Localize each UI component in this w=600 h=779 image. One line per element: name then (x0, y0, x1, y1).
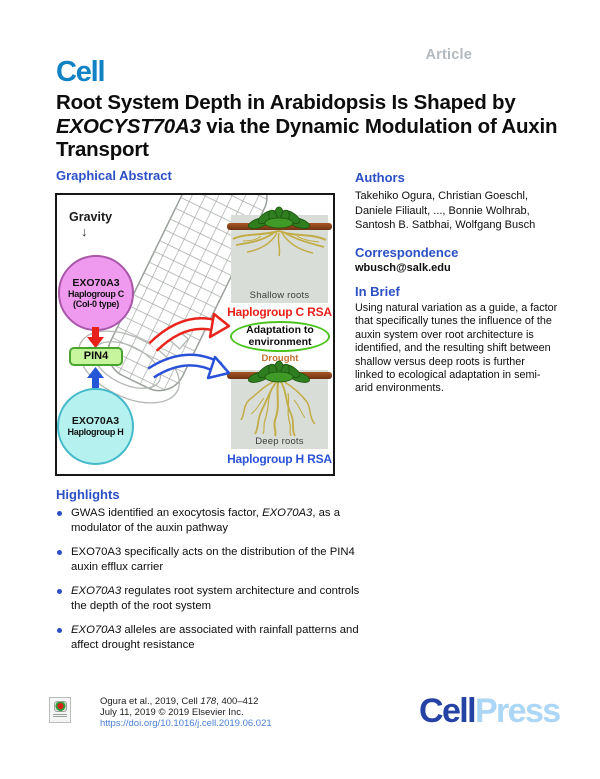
graphical-abstract-figure: Gravity ↓ EXO70A3 Haplogroup C (Col-0 ty… (55, 193, 335, 476)
gravity-label: Gravity (69, 210, 113, 224)
exo-c-gene: EXO70A3 (72, 276, 120, 289)
bullet-dot-icon (57, 589, 62, 594)
pin4-box: PIN4 (69, 347, 123, 366)
cell-journal-logo: Cell (56, 56, 106, 88)
haplogroup-c-rsa-label: Haplogroup C RSA (227, 305, 332, 319)
gravity-down-arrow-icon: ↓ (81, 224, 88, 239)
exo-h-gene: EXO70A3 (71, 415, 120, 428)
blue-block-arrow-icon (87, 367, 104, 388)
highlights-list: GWAS identified an exocytosis factor, EX… (56, 506, 368, 662)
shallow-roots-drawing (232, 230, 327, 257)
cellpress-logo-cell: Cell (419, 692, 477, 730)
bullet-dot-icon (57, 511, 62, 516)
exo70a3-haplogroup-c-bubble: EXO70A3 Haplogroup C (Col-0 type) (58, 255, 134, 331)
gene-italic: EXO70A3 (71, 585, 122, 597)
gene-italic: EXO70A3 (262, 507, 313, 519)
highlights-heading: Highlights (56, 487, 120, 502)
graphical-abstract-heading: Graphical Abstract (56, 168, 172, 183)
author-names: Takehiko Ogura, Christian Goeschl, Danie… (355, 190, 536, 231)
exo-h-haplogroup: Haplogroup H (67, 427, 124, 438)
copyright-line: July 11, 2019 © 2019 Elsevier Inc. (100, 707, 244, 718)
plant-rosette (248, 206, 310, 229)
deep-roots-drawing (240, 378, 316, 437)
citation-block: Ogura et al., 2019, Cell 178, 400–412 Ju… (100, 696, 272, 729)
title-gene-italic: EXOCYST70A3 (56, 114, 201, 138)
in-brief-text: Using natural variation as a guide, a fa… (355, 302, 558, 395)
in-brief-heading: In Brief (355, 284, 400, 299)
exo-c-type: (Col-0 type) (73, 299, 119, 310)
update-check-badge-icon[interactable] (49, 697, 71, 723)
deep-roots-caption: Deep roots (255, 436, 304, 447)
deep-roots-panel: Deep roots (227, 360, 332, 449)
volume-italic: 178 (200, 696, 217, 707)
shallow-roots-panel: Shallow roots (227, 206, 332, 303)
haplogroup-h-rsa-label: Haplogroup H RSA (227, 452, 332, 466)
bullet-dot-icon (57, 628, 62, 633)
drought-label: Drought (261, 353, 299, 364)
gene-italic: EXO70A3 (71, 624, 122, 636)
badge-emblem (53, 701, 67, 712)
red-block-arrow-icon (87, 327, 104, 348)
correspondence-heading: Correspondence (355, 245, 459, 260)
adaptation-environment-oval: Adaptation to environment (230, 321, 330, 352)
adaptation-line1: Adaptation to (246, 323, 314, 336)
exo-c-haplogroup: Haplogroup C (68, 288, 124, 299)
adaptation-line2: environment (248, 335, 312, 348)
bullet-dot-icon (57, 550, 62, 555)
shallow-roots-caption: Shallow roots (249, 290, 310, 301)
article-type-label: Article (425, 47, 472, 63)
highlight-item: GWAS identified an exocytosis factor, EX… (56, 506, 368, 536)
citation-line: Ogura et al., 2019, Cell 178, 400–412 (100, 696, 259, 707)
cellpress-logo-press: Press (474, 692, 561, 730)
plant-rosette (248, 360, 310, 383)
paper-title: Root System Depth in Arabidopsis Is Shap… (56, 91, 558, 162)
exo70a3-haplogroup-h-bubble: EXO70A3 Haplogroup H (57, 388, 134, 465)
correspondence-email-link[interactable]: wbusch@salk.edu (355, 262, 451, 274)
title-pre: Root System Depth in Arabidopsis Is Shap… (56, 91, 516, 114)
badge-text-lines (53, 714, 67, 722)
authors-heading: Authors (355, 170, 405, 185)
doi-link[interactable]: https://doi.org/10.1016/j.cell.2019.06.0… (100, 718, 272, 729)
highlight-item: EXO70A3 alleles are associated with rain… (56, 623, 368, 653)
title-post: via the Dynamic Modulation of Auxin Tran… (56, 114, 558, 162)
cellpress-logo: CellPress (419, 692, 561, 731)
highlight-item: EXO70A3 regulates root system architectu… (56, 584, 368, 614)
highlight-item: EXO70A3 specifically acts on the distrib… (56, 545, 368, 575)
